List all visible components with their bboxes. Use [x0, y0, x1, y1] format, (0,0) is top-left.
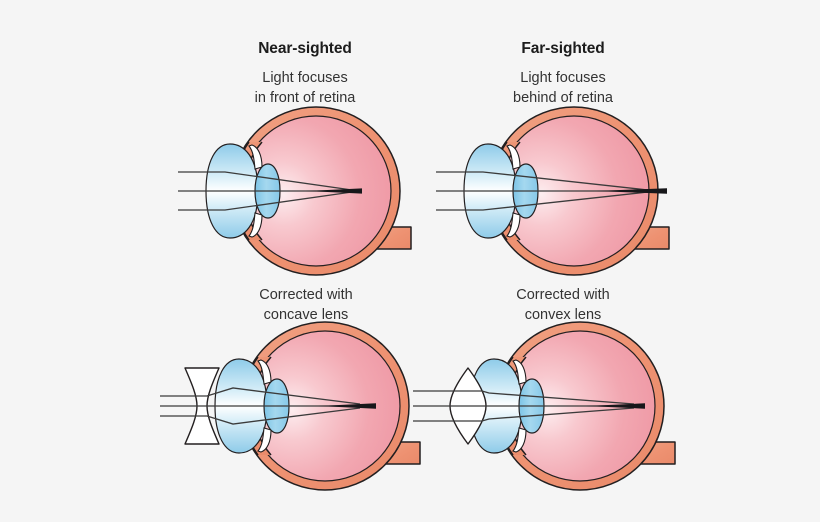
panel-caption-near-sighted-line2: in front of retina: [255, 90, 357, 106]
focal-point: [318, 403, 376, 409]
panel-title-far-sighted: Far-sighted: [521, 40, 604, 57]
panel-title-near-sighted: Near-sighted: [258, 40, 352, 57]
panel-caption-convex-line2: convex lens: [525, 307, 602, 323]
focal-point: [586, 403, 645, 409]
light-rays: [436, 171, 649, 211]
panel-far-sighted-corrected: [413, 321, 676, 491]
panel-caption-concave-line1: Corrected with: [259, 287, 352, 303]
panel-far-sighted-uncorrected: [436, 106, 670, 276]
focal-point: [596, 188, 667, 194]
panel-near-sighted-uncorrected: [178, 106, 412, 276]
panel-caption-convex-line1: Corrected with: [516, 287, 609, 303]
light-rays: [160, 387, 361, 425]
panel-caption-far-sighted-line2: behind of retina: [513, 90, 614, 106]
panel-caption-near-sighted-line1: Light focuses: [262, 70, 347, 86]
panel-caption-concave-line2: concave lens: [264, 307, 349, 323]
panel-caption-far-sighted-line1: Light focuses: [520, 70, 605, 86]
focal-point: [306, 188, 362, 194]
panel-near-sighted-corrected: [160, 321, 421, 491]
light-rays: [413, 390, 635, 422]
